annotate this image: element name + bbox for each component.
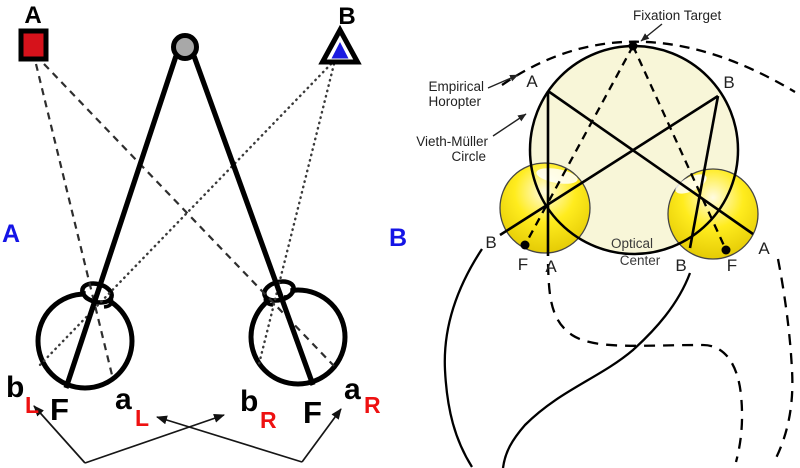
gaze-line-right — [191, 55, 316, 386]
panel-b: Fixation Target Empirical Horopter Vieth… — [389, 8, 796, 468]
panel-b-letter: B — [389, 224, 407, 252]
circle-point-b-label: B — [723, 73, 734, 92]
gaze-line-left — [63, 55, 179, 389]
empirical-horopter-curve — [501, 40, 796, 93]
fixation-dot-gray — [171, 33, 199, 61]
optical-center-label-line2: Center — [620, 253, 661, 268]
fixation-target-dot — [628, 41, 638, 51]
optical-center-label-line1: Optical — [611, 236, 653, 251]
vieth-muller-label-line2: Circle — [451, 149, 486, 164]
object-a-label: A — [24, 2, 41, 29]
right-fovea-dot — [721, 245, 731, 255]
left-fovea-dot — [520, 240, 530, 250]
right-eyeball — [667, 168, 759, 260]
left-eye-outline — [35, 291, 135, 391]
label-bL-base: b — [6, 371, 24, 404]
right-retina-a-label: A — [758, 239, 770, 258]
label-aR-sub: R — [364, 392, 381, 418]
label-aL-base: a — [115, 383, 132, 416]
fiber-left-dashed — [546, 263, 744, 463]
left-retina-b-label: B — [485, 233, 496, 252]
fiber-right-dashed — [772, 258, 794, 463]
right-retina-f-label: F — [727, 256, 737, 275]
label-bL-sub: L — [25, 392, 39, 418]
right-retina-b-label: B — [675, 256, 686, 275]
right-eyeball-highlight — [675, 174, 707, 194]
object-b-label: B — [338, 3, 355, 30]
ray-a-to-left-eye — [34, 63, 114, 376]
label-F-left: F — [50, 392, 69, 427]
label-aL-sub: L — [135, 405, 149, 431]
left-eyeball-highlight — [536, 168, 578, 184]
left-retina-f-label: F — [518, 255, 528, 274]
blue-triangle-target — [318, 24, 362, 65]
panel-a-letter: A — [2, 220, 20, 248]
fiber-left-solid — [443, 248, 483, 468]
empirical-horopter-label-line1: Empirical — [428, 79, 484, 94]
annotation-arrows — [487, 23, 663, 137]
label-F-right: F — [303, 395, 322, 430]
correspondence-arrows — [33, 405, 342, 464]
fiber-right-solid — [501, 272, 692, 468]
fixation-target-label: Fixation Target — [633, 8, 722, 23]
projection-chords — [499, 89, 754, 256]
label-aR-base: a — [344, 373, 361, 406]
label-bR-base: b — [240, 385, 258, 418]
panel-a: A B A b L F a L b R F a R — [2, 2, 381, 464]
ray-b-to-left-eye — [36, 62, 333, 369]
circle-point-a-label: A — [526, 72, 538, 91]
fixation-rays — [523, 45, 728, 251]
red-square-target — [18, 28, 49, 62]
left-retina-a-label: A — [545, 257, 557, 276]
empirical-horopter-label-line2: Horopter — [428, 94, 481, 109]
label-bR-sub: R — [260, 407, 277, 433]
vieth-muller-label-line1: Vieth-Müller — [416, 134, 488, 149]
